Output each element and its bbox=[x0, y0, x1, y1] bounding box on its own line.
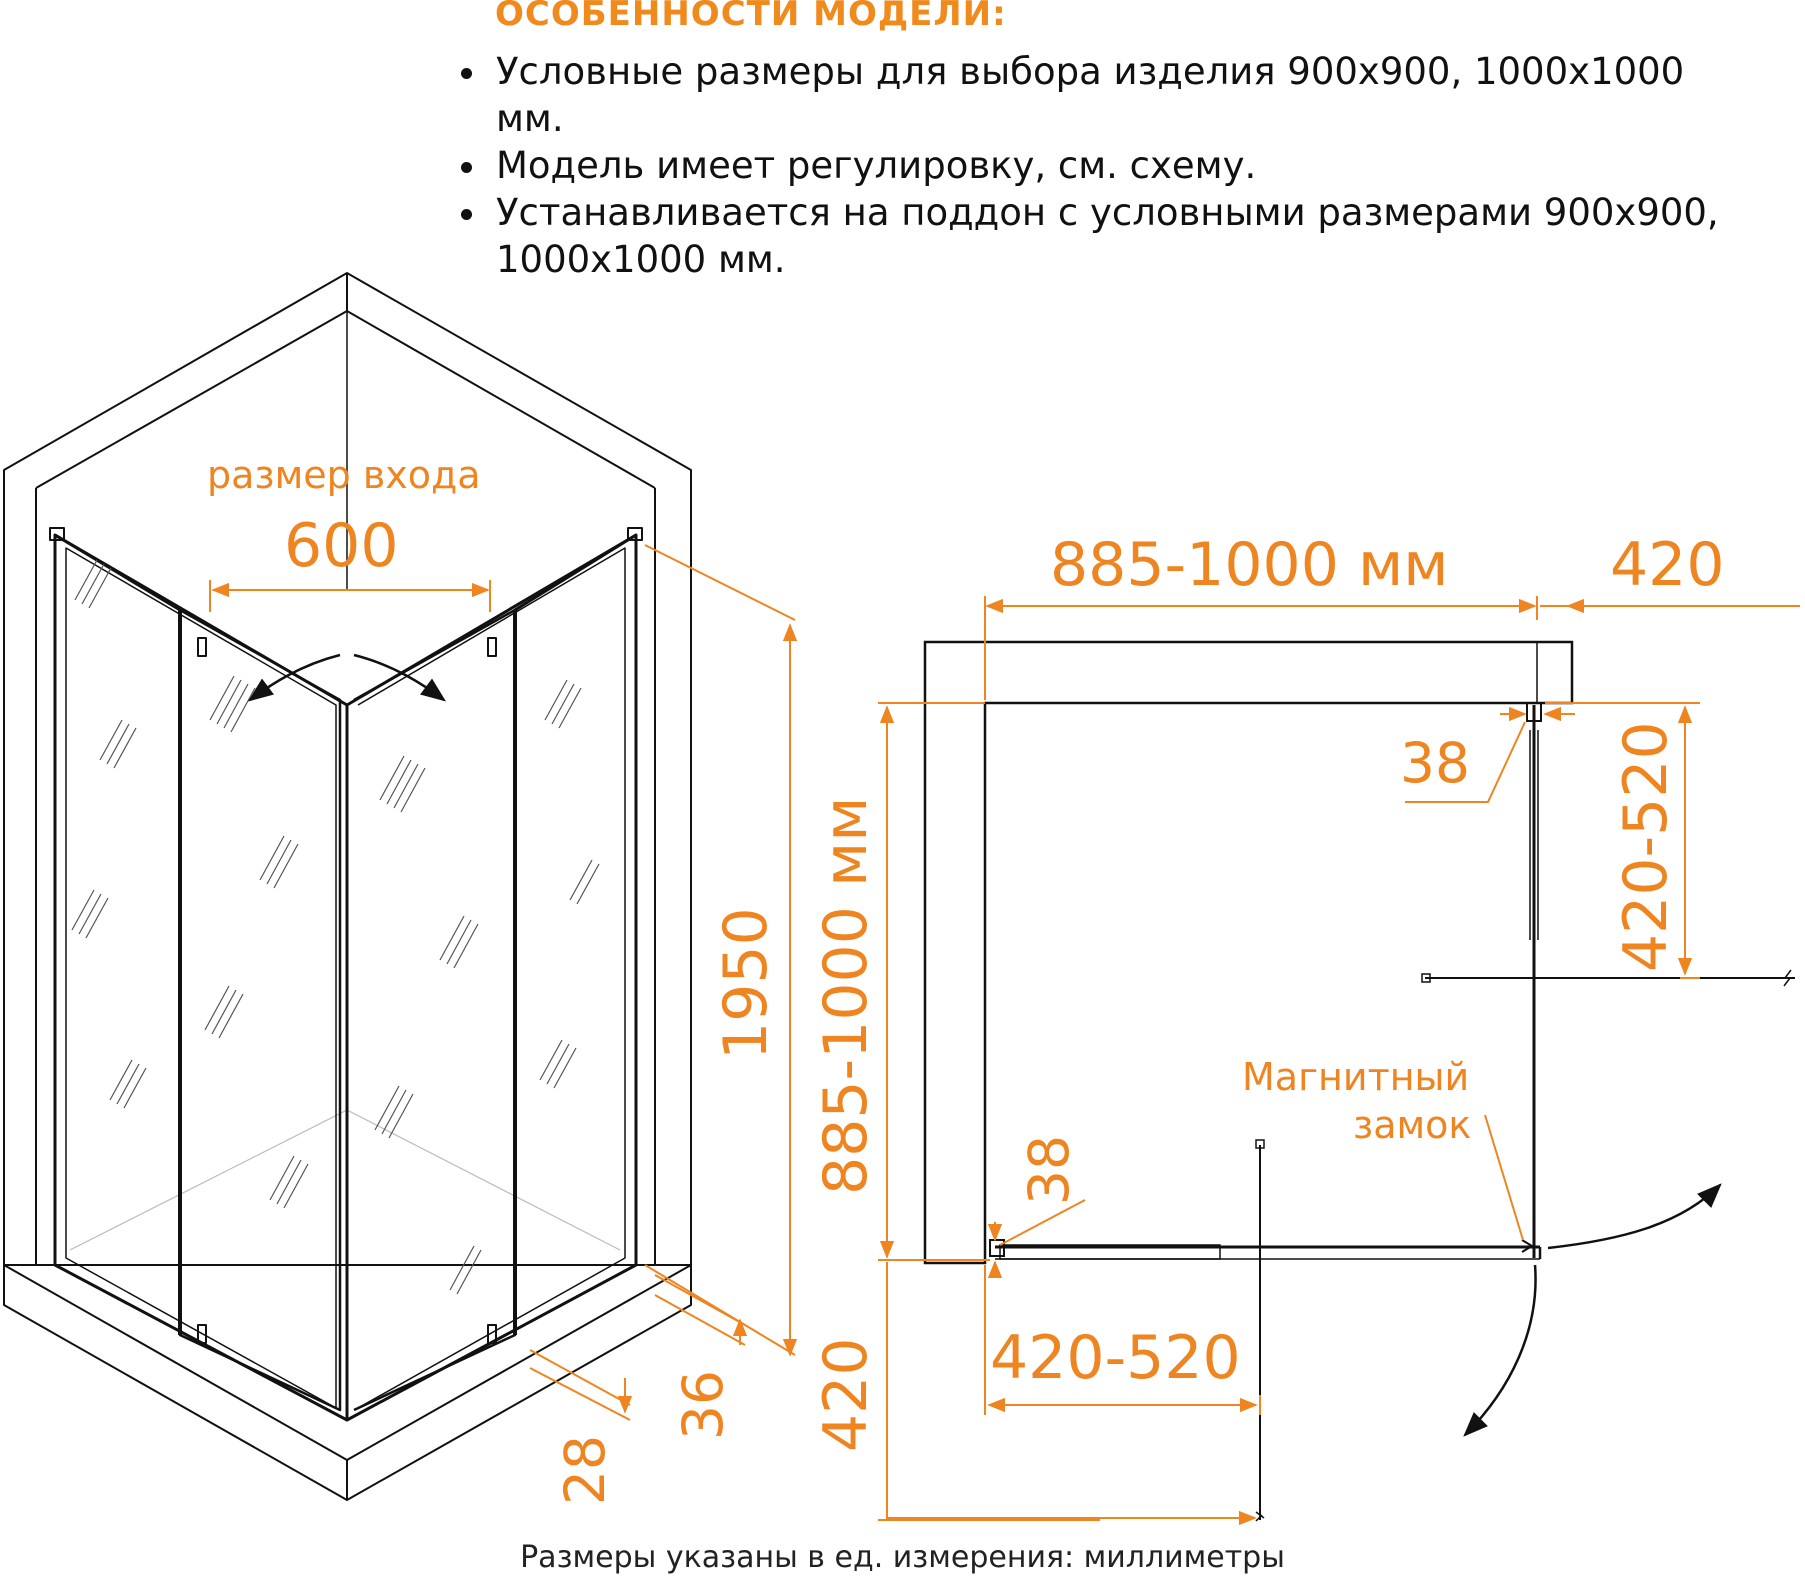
lock-label-line2: замок bbox=[1353, 1103, 1471, 1147]
swing-arc-bottom bbox=[1463, 1264, 1537, 1437]
entrance-label: размер входа bbox=[207, 453, 481, 497]
wall-outer-outline bbox=[3, 272, 692, 1266]
door-right-value: 420-520 bbox=[1611, 721, 1681, 972]
swing-arc-right bbox=[1547, 1183, 1722, 1250]
dim-36-value: 36 bbox=[671, 1370, 735, 1440]
lock-label-line1: Магнитный bbox=[1242, 1055, 1469, 1099]
door-bottom-value: 420-520 bbox=[990, 1323, 1241, 1393]
isometric-view bbox=[3, 272, 692, 1501]
depth-value: 885-1000 мм bbox=[811, 797, 881, 1195]
features-title: ОСОБЕННОСТИ МОДЕЛИ: bbox=[495, 0, 1007, 34]
feature-item: Модель имеет регулировку, см. схему. bbox=[490, 142, 1740, 189]
iso-dimensions bbox=[209, 544, 798, 1421]
side-offset-value: 420 bbox=[1610, 530, 1725, 600]
feature-item: Условные размеры для выбора изделия 900х… bbox=[490, 48, 1740, 142]
dim-28-value: 28 bbox=[553, 1435, 617, 1505]
features-list: Условные размеры для выбора изделия 900х… bbox=[440, 48, 1740, 283]
plan-dimensions bbox=[878, 596, 1800, 1526]
gap-top-value: 38 bbox=[1400, 731, 1470, 795]
units-footnote: Размеры указаны в ед. измерения: миллиме… bbox=[520, 1540, 1285, 1575]
feature-item: Устанавливается на поддон с условными ра… bbox=[490, 189, 1740, 283]
width-value: 885-1000 мм bbox=[1050, 530, 1448, 600]
left-door bbox=[178, 608, 342, 1412]
entrance-width-value: 600 bbox=[284, 511, 399, 581]
right-door bbox=[353, 608, 517, 1412]
bottom-offset-value: 420 bbox=[811, 1337, 881, 1452]
height-value: 1950 bbox=[711, 907, 781, 1060]
gap-left-value: 38 bbox=[1017, 1135, 1081, 1205]
